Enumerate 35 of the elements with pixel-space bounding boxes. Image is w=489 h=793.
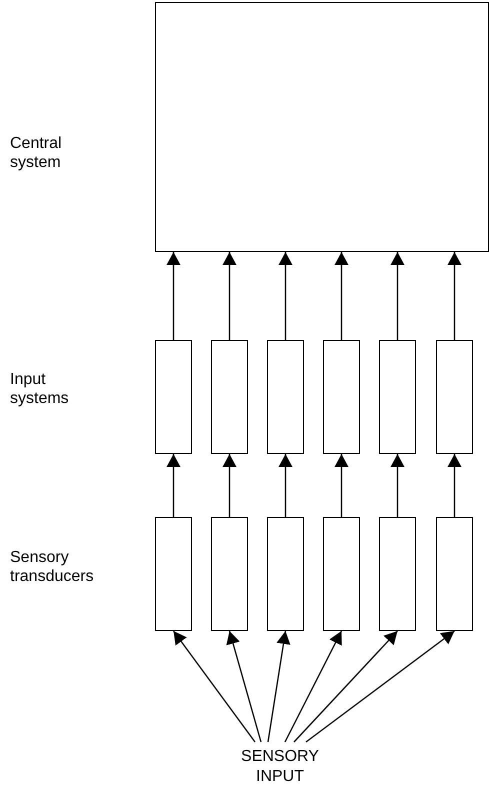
arrow	[306, 630, 455, 743]
transducer-box	[379, 517, 416, 631]
arrow	[390, 252, 404, 340]
arrow	[278, 252, 292, 340]
transducer-box	[211, 517, 248, 631]
arrow	[166, 252, 180, 340]
input-label: SENSORY INPUT	[235, 747, 325, 789]
arrow	[222, 454, 236, 517]
arrow	[334, 252, 348, 340]
transducer-box	[323, 517, 360, 631]
arrow	[226, 630, 262, 742]
arrow	[166, 454, 180, 517]
transducer-box	[436, 517, 473, 631]
arrow	[284, 630, 342, 742]
input-system-box	[211, 340, 248, 454]
arrow	[448, 252, 462, 340]
transducer-box	[267, 517, 304, 631]
arrow	[222, 252, 236, 340]
arrow	[294, 630, 398, 742]
row-label: Sensory transducers	[10, 548, 95, 586]
input-system-box	[267, 340, 304, 454]
row-label: Central system	[10, 134, 63, 172]
input-system-box	[323, 340, 360, 454]
arrow	[334, 454, 348, 517]
central-system-box	[155, 2, 489, 252]
arrow	[278, 454, 292, 517]
input-system-box	[155, 340, 192, 454]
arrow	[448, 454, 462, 517]
transducer-box	[155, 517, 192, 631]
input-system-box	[436, 340, 473, 454]
arrow	[172, 630, 256, 742]
arrow	[267, 630, 290, 742]
row-label: Input systems	[10, 370, 70, 408]
input-system-box	[379, 340, 416, 454]
arrow	[390, 454, 404, 517]
